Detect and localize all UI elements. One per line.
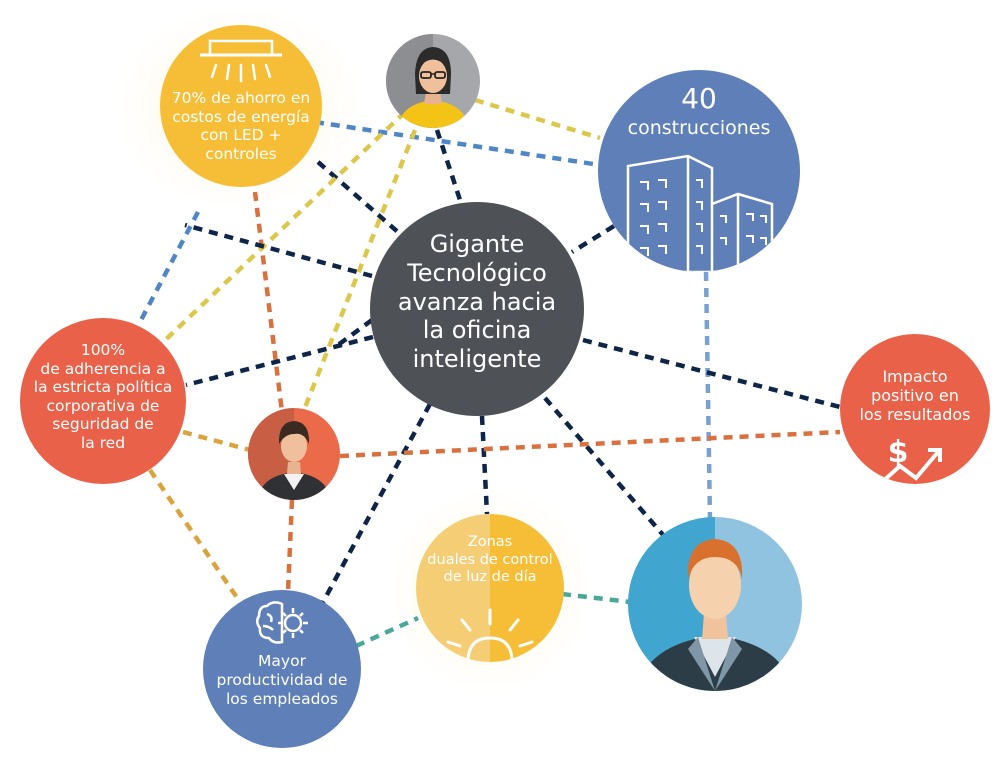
link-energy-buildings: [314, 119, 601, 168]
avatar-woman-mid: [248, 408, 340, 500]
brain-gear-icon: [256, 601, 308, 644]
link-womantop-center: [434, 129, 463, 201]
link-womantop-buildings: [474, 97, 601, 141]
link-center-impact: [582, 337, 841, 410]
dollar-growth-icon: $: [880, 435, 942, 484]
avatar-woman-top: [386, 34, 480, 128]
link-womantop-womanmid: [297, 129, 418, 421]
node-network-policy: 100% de adherencia a la estricta polític…: [20, 318, 186, 484]
daylight-label: Zonas duales de control de luz de día: [427, 534, 553, 586]
node-center-topic: Gigante Tecnológico avanza hacia la ofic…: [370, 202, 584, 416]
center-label: Gigante Tecnológico avanza hacia la ofic…: [397, 230, 557, 374]
node-energy-savings: 70% de ahorro en costos de energía con L…: [160, 25, 322, 187]
link-daylight-man: [561, 591, 631, 605]
avatar-man-large: [628, 517, 802, 691]
buildings-label: construcciones: [627, 117, 771, 139]
link-policy-productivity: [148, 468, 242, 604]
buildings-icon: [620, 154, 780, 272]
impact-label: Impacto positivo en los resultados: [859, 367, 971, 425]
link-womanmid-impact: [339, 429, 841, 459]
link-energy-center: [316, 160, 417, 249]
link-center-daylight: [479, 415, 490, 515]
productivity-label: Mayor productividad de los empleados: [216, 652, 348, 708]
man-avatar-icon: [628, 517, 792, 691]
link-buildings-man: [703, 271, 713, 521]
link-center-policy: [185, 334, 374, 388]
link-productivity-daylight: [355, 615, 419, 649]
link-energy-womanmid: [252, 191, 285, 413]
connection-lines: [138, 97, 841, 649]
link-womantop-policy: [158, 110, 407, 347]
led-light-icon: [200, 39, 282, 83]
link-center-man: [543, 396, 666, 538]
link-buildings-center: [570, 224, 616, 254]
buildings-number: 40: [681, 82, 717, 115]
link-policy-womanmid: [182, 429, 251, 453]
link-womanmid-productivity: [285, 499, 295, 593]
policy-label: 100% de adherencia a la estricta polític…: [33, 341, 173, 452]
node-results-impact: Impacto positivo en los resultados $: [840, 334, 990, 484]
woman-avatar-icon: [248, 408, 330, 500]
link-center-productivity: [320, 402, 432, 606]
sunrise-icon: [446, 608, 534, 662]
node-daylight-zones: Zonas duales de control de luz de día: [416, 514, 564, 662]
node-buildings: 40 construcciones: [598, 70, 800, 272]
woman-avatar-icon: [386, 34, 468, 128]
node-employee-productivity: Mayor productividad de los empleados: [203, 590, 361, 748]
link-energy-policy: [138, 210, 200, 324]
link-center-leftedge: [184, 222, 373, 279]
svg-text:$: $: [888, 435, 909, 470]
energy-label: 70% de ahorro en costos de energía con L…: [171, 89, 311, 163]
link-center-womanmid: [336, 318, 374, 347]
